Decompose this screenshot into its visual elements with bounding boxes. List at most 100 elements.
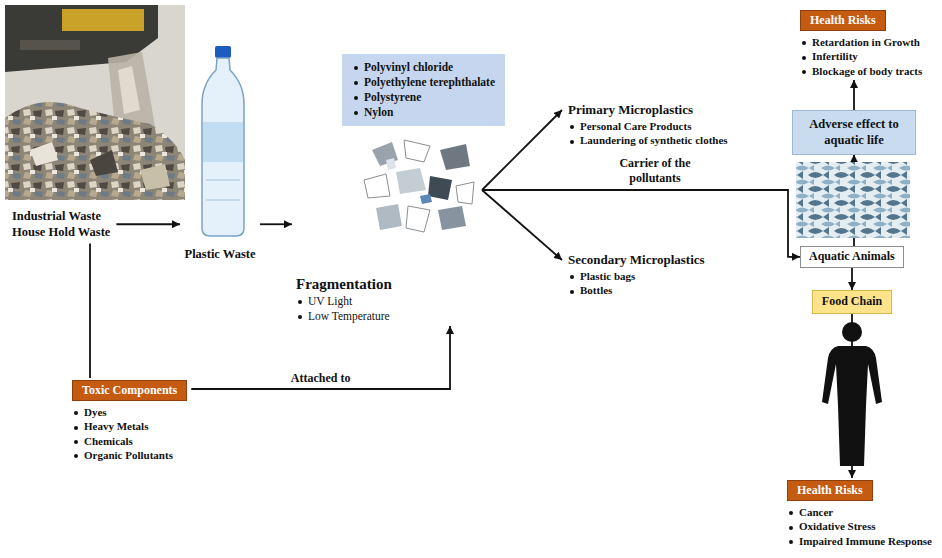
source-label: Industrial WasteHouse Hold Waste	[8, 206, 114, 243]
heading-text: Health Risks	[800, 10, 886, 31]
text-row: Polyvinyl chloride	[352, 60, 495, 75]
truck-bar	[20, 40, 80, 50]
fragment	[456, 182, 474, 204]
bullet-text: Infertility	[812, 50, 858, 62]
bullet-dot	[570, 140, 574, 144]
text-row: Plastic Waste	[184, 246, 256, 262]
bullet-text: Chemicals	[84, 435, 133, 447]
fish-pattern	[796, 162, 910, 238]
bullet-dot	[354, 96, 358, 100]
node-text: Industrial Waste	[12, 209, 101, 223]
truck-panel	[62, 9, 144, 31]
text-row: Plastic bags	[568, 269, 705, 283]
heading-text: Primary Microplastics	[568, 102, 693, 117]
text-row: Health Risks	[787, 480, 932, 505]
fragment	[376, 204, 402, 230]
fragmentation-group: Fragmentation UV LightLow Temperature	[292, 128, 482, 326]
text-row: Primary Microplastics	[568, 102, 728, 119]
plastic-bottle	[202, 46, 244, 236]
falling-waste	[118, 66, 140, 114]
text-row: Nylon	[352, 105, 495, 120]
bullet-dot	[298, 300, 302, 304]
effect-box: Adverse effect to aquatic life	[792, 110, 916, 155]
fragment	[386, 158, 396, 170]
waste-piece	[140, 164, 170, 190]
bullet-dot	[74, 411, 78, 415]
edge-label: Attached to	[289, 371, 353, 386]
bottle-ridge	[206, 179, 240, 180]
flow-arrow	[482, 190, 800, 257]
text-row: Infertility	[800, 49, 922, 63]
heading-text: Health Risks	[787, 480, 873, 501]
flow-arrow	[116, 223, 180, 225]
fragment	[438, 206, 466, 230]
bullet-text: UV Light	[308, 295, 352, 307]
text-row: Polystyrene	[352, 90, 495, 105]
bullet-text: Low Temperature	[308, 310, 390, 322]
waste-piece	[90, 150, 118, 176]
text-row: Laundering of synthetic clothes	[568, 133, 728, 147]
microplastic-list: Secondary MicroplasticsPlastic bagsBottl…	[562, 250, 709, 299]
fragment	[396, 168, 426, 194]
fragment	[428, 176, 452, 200]
bullet-dot	[74, 426, 78, 430]
bottle-body	[202, 58, 244, 236]
text-row: Low Temperature	[296, 309, 478, 324]
bullet-text: Polyethylene terephthalate	[364, 76, 495, 88]
bullet-dot	[298, 315, 302, 319]
photo-ground	[5, 5, 185, 200]
flow-arrow	[853, 80, 855, 110]
bullet-text: Personal Care Products	[580, 120, 691, 132]
fragment	[420, 194, 432, 204]
waste-dump-photo	[5, 5, 185, 200]
text-row: Food Chain	[817, 294, 887, 310]
text-row: Heavy Metals	[72, 419, 187, 433]
heading-text: Fragmentation	[296, 276, 392, 292]
text-row: House Hold Waste	[12, 224, 110, 240]
bottle-cap	[215, 46, 231, 58]
bullet-dot	[570, 290, 574, 294]
text-row: Impaired Immune Response	[787, 534, 932, 548]
bullet-dot	[802, 70, 806, 74]
bullet-dot	[789, 511, 793, 515]
bullet-dot	[354, 111, 358, 115]
waste-piece	[30, 142, 58, 166]
fragment	[364, 174, 390, 198]
bullet-text: Retardation in Growth	[812, 36, 920, 48]
bullet-dot	[570, 275, 574, 279]
bullet-text: Polystyrene	[364, 91, 421, 103]
bullet-text: Nylon	[364, 106, 393, 118]
water-ground	[796, 162, 910, 238]
node-text: Plastic Waste	[185, 247, 256, 261]
text-row: Bottles	[568, 283, 705, 297]
text-row: Secondary Microplastics	[568, 252, 705, 269]
bullet-text: Dyes	[84, 406, 107, 418]
node-text: Food Chain	[822, 294, 882, 308]
edge-label: Carrier of the pollutants	[605, 156, 705, 186]
bullet-dot	[802, 41, 806, 45]
text-row: Oxidative Stress	[787, 519, 932, 533]
toxic-components-box: Toxic ComponentsDyesHeavy MetalsChemical…	[68, 378, 191, 464]
plastic-fragments	[364, 140, 474, 232]
text-row: UV Light	[296, 294, 478, 309]
human-head	[842, 322, 862, 342]
text-row: Health Risks	[800, 10, 922, 35]
fragment	[406, 206, 430, 232]
text-row: Aquatic Animals	[809, 249, 895, 265]
text-row: Adverse effect to aquatic life	[799, 116, 909, 149]
text-row: Polyethylene terephthalate	[352, 75, 495, 90]
flow-arrow	[260, 223, 292, 225]
flow-arrow	[191, 326, 450, 389]
human-body	[822, 346, 882, 466]
bottle-label	[203, 122, 243, 162]
bottle-ridge	[206, 199, 240, 200]
polymer-box: Polyvinyl chloridePolyethylene terephtha…	[342, 54, 505, 126]
bullet-dot	[74, 454, 78, 458]
bullet-dot	[74, 440, 78, 444]
bullet-text: Polyvinyl chloride	[364, 61, 453, 73]
node-text: Adverse effect to aquatic life	[809, 117, 899, 147]
bullet-dot	[354, 66, 358, 70]
text-row: Toxic Components	[72, 380, 187, 405]
health-risks-box: Health RisksRetardation in GrowthInferti…	[796, 8, 926, 80]
